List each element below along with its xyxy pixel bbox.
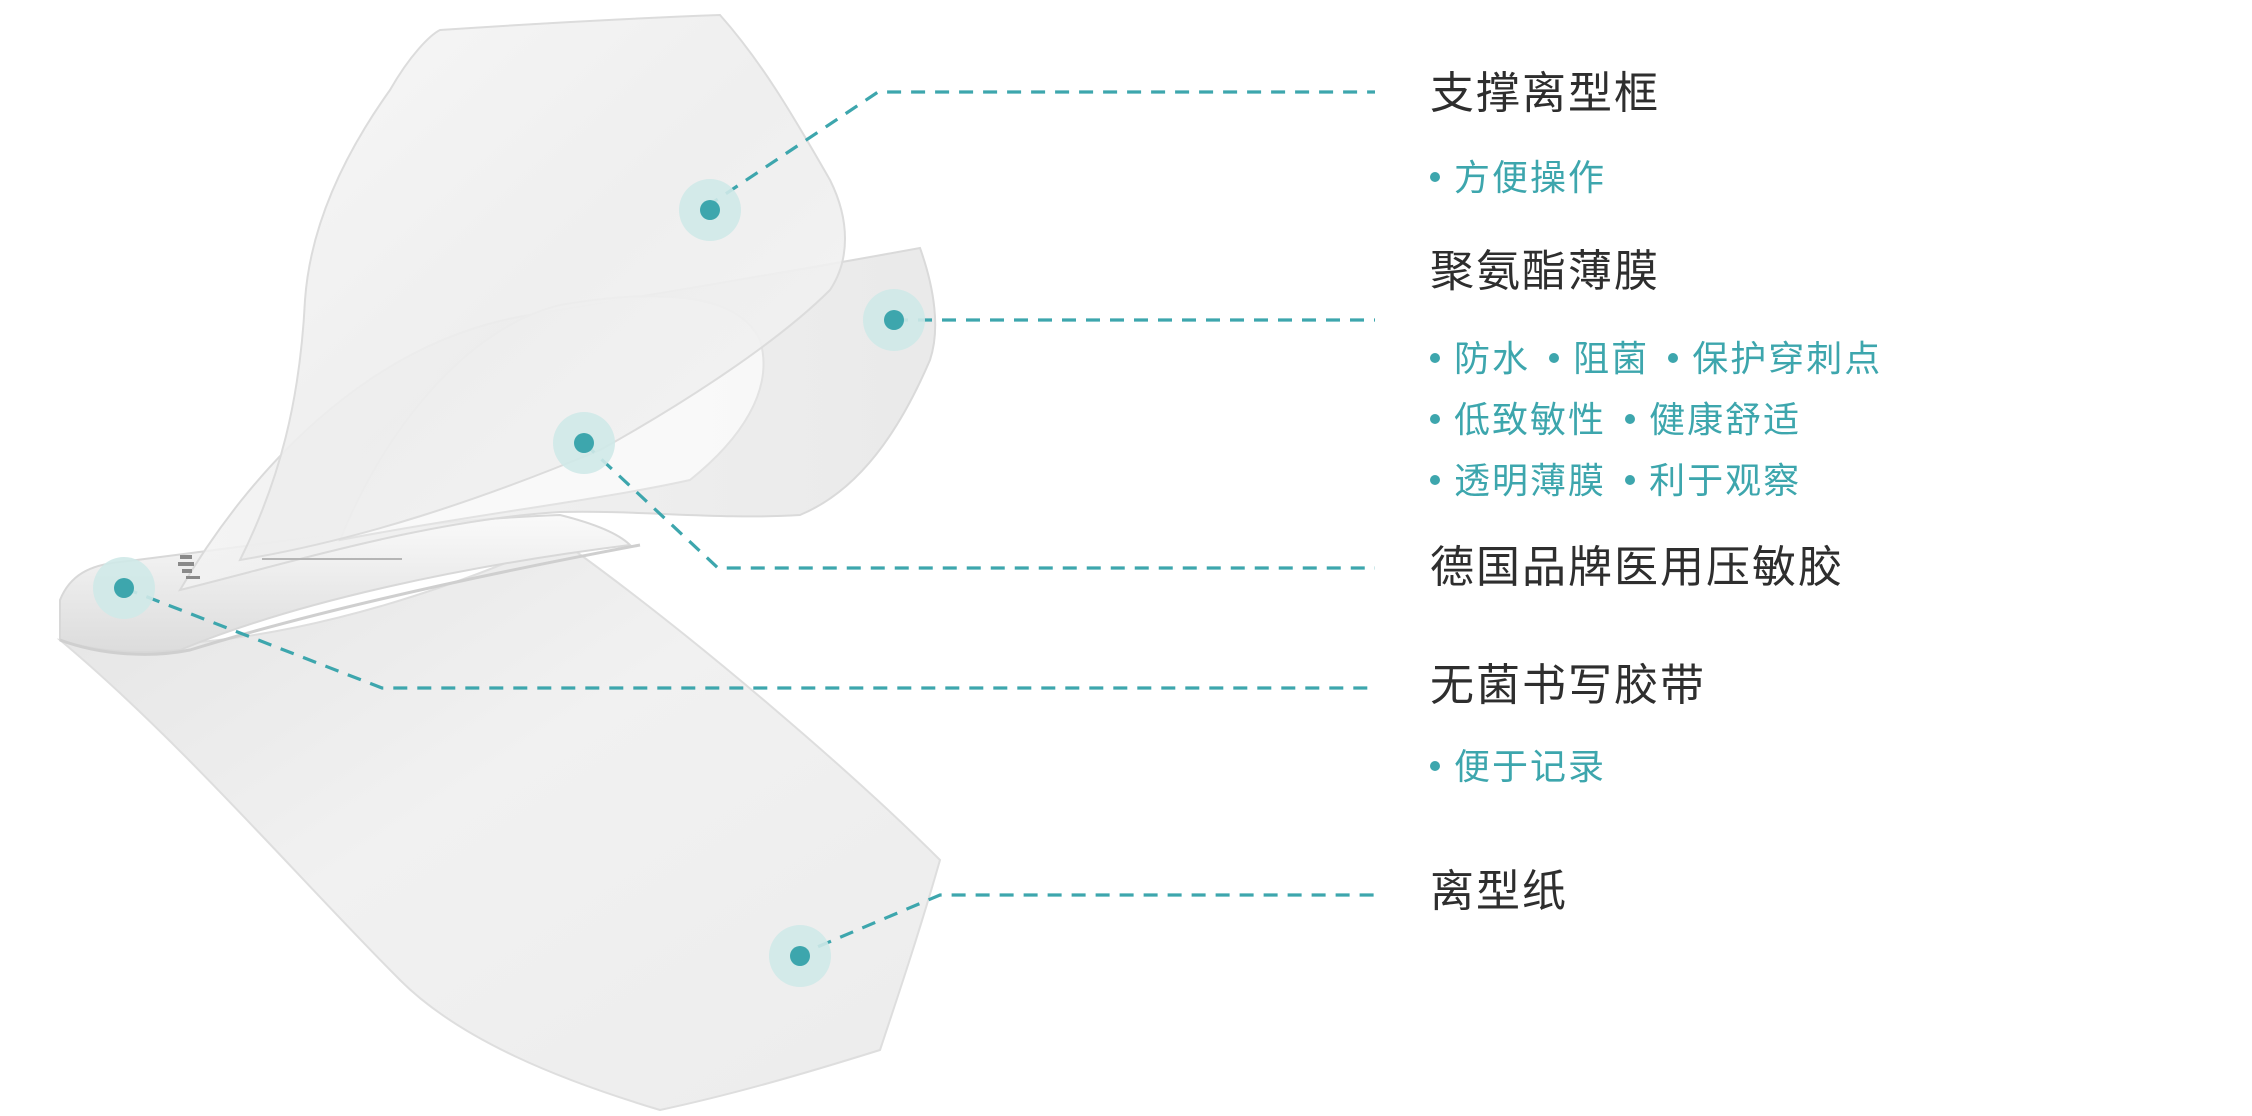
feature-line: 防水 阻菌 保护穿刺点 [1430, 340, 1896, 401]
leader-line-release-paper [795, 893, 1375, 958]
marker-adhesive [553, 412, 615, 474]
feature-item: 利于观察 [1625, 462, 1801, 502]
features-sterile-tape: 便于记录 [1430, 748, 1620, 809]
leader-line-sterile-tape [123, 586, 1375, 690]
feature-item: 健康舒适 [1625, 401, 1801, 441]
tape-print-marks [178, 555, 402, 579]
feature-line: 方便操作 [1430, 159, 1620, 220]
label-release-paper: 离型纸 [1430, 866, 1568, 917]
feature-item: 便于记录 [1430, 748, 1606, 788]
feature-item: 防水 [1430, 340, 1530, 380]
features-polyurethane-film: 防水 阻菌 保护穿刺点 低致敏性 健康舒适 透明薄膜 利于观察 [1430, 340, 1896, 523]
marker-release-paper [769, 925, 831, 987]
feature-line: 透明薄膜 利于观察 [1430, 462, 1896, 523]
feature-line: 低致敏性 健康舒适 [1430, 401, 1896, 462]
feature-item: 低致敏性 [1430, 401, 1606, 441]
feature-item: 阻菌 [1549, 340, 1649, 380]
marker-sterile-tape [93, 557, 155, 619]
label-polyurethane-film: 聚氨酯薄膜 [1430, 246, 1660, 297]
feature-item: 透明薄膜 [1430, 462, 1606, 502]
leader-line-support-frame [705, 90, 1375, 209]
base-edge-shape [59, 543, 641, 656]
leader-line-adhesive [582, 441, 1375, 570]
marker-polyurethane-film [863, 289, 925, 351]
feature-item: 方便操作 [1430, 159, 1606, 199]
features-support-frame: 方便操作 [1430, 159, 1620, 220]
marker-support-frame [679, 179, 741, 241]
feature-line: 便于记录 [1430, 748, 1620, 809]
label-sterile-tape: 无菌书写胶带 [1430, 660, 1706, 711]
label-adhesive: 德国品牌医用压敏胶 [1430, 542, 1844, 593]
label-support-frame: 支撑离型框 [1430, 68, 1660, 119]
feature-item: 保护穿刺点 [1668, 340, 1882, 380]
